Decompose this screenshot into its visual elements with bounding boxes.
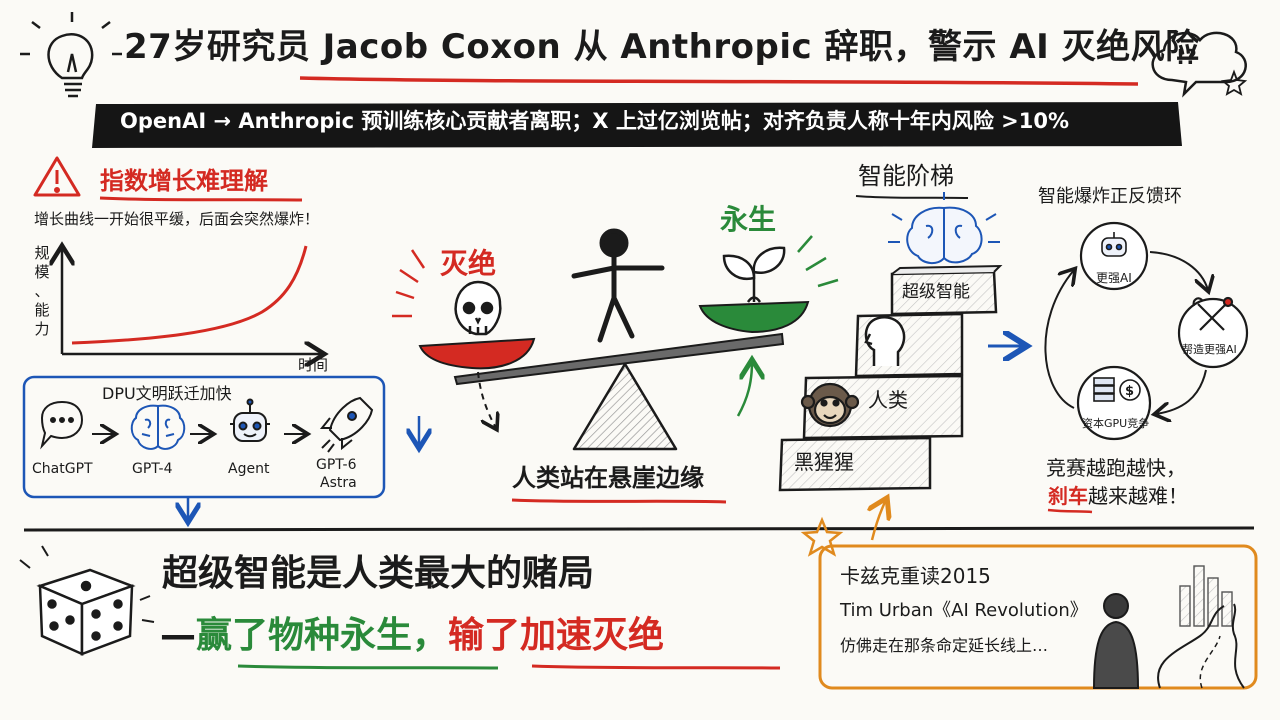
human-head-icon [864, 316, 906, 366]
title-underline [299, 76, 1139, 86]
ladder-label-chimp: 黑猩猩 [794, 450, 854, 474]
dpu-heading: DPU文明跃迁加快 [102, 384, 232, 403]
arrow-falling [477, 371, 496, 428]
exp-xlabel: 时间 [298, 356, 329, 374]
server-dollar-icon: $ [1093, 377, 1141, 402]
seesaw-fulcrum [572, 362, 678, 451]
lightbulb-icon [20, 12, 122, 98]
immortality-glow-lines [797, 235, 839, 288]
seesaw-caption: 人类站在悬崖边缘 [512, 464, 704, 492]
tools-icon [1192, 296, 1234, 331]
arrow-reading-up [872, 500, 886, 541]
dpu-box [22, 375, 386, 499]
section-divider [23, 526, 1255, 532]
arrow-rising [736, 362, 752, 417]
ladder-label-super: 超级智能 [902, 282, 970, 302]
gamble-dash: — [160, 615, 196, 656]
dice-motion-lines [19, 545, 155, 623]
loop-node-capital-label: 资本GPU竞争 [1082, 417, 1150, 430]
skull-icon [454, 280, 502, 336]
gamble-win: 赢了物种永生， [196, 615, 449, 656]
loop-heading: 智能爆炸正反馈环 [1038, 186, 1182, 207]
loop-node-build-ai-label: 帮造更强AI [1182, 343, 1237, 356]
exp-curve [71, 245, 308, 345]
exp-caption: 增长曲线一开始很平缓，后面会突然爆炸！ [34, 210, 320, 228]
robot-icon [230, 398, 270, 442]
ladder-heading-underline [855, 195, 969, 199]
immortality-label: 永生 [720, 203, 777, 236]
immortality-bowl [698, 300, 810, 334]
intelligence-ladder [778, 192, 1024, 492]
exp-ylabel: 规 模 、 能 力 [34, 244, 50, 338]
dpu-step-chatgpt: ChatGPT [32, 461, 93, 477]
page-title: 27岁研究员 Jacob Coxon 从 Anthropic 辞职，警示 AI … [124, 27, 1200, 67]
brake-underline [1047, 508, 1093, 514]
stick-figure [571, 228, 665, 343]
gamble-outcomes: —赢了物种永生，输了加速灭绝 [160, 618, 664, 654]
dpu-step-agent: Agent [228, 461, 270, 477]
subtitle-banner [92, 102, 1182, 148]
reading-line3: 仿佛走在那条命定延长线上… [840, 636, 1049, 655]
exp-chart [62, 246, 322, 354]
dice-icon [36, 568, 136, 656]
brain-glow-lines [888, 192, 1000, 243]
reading-line2: Tim Urban《AI Revolution》 [840, 600, 1088, 621]
win-underline [237, 664, 499, 670]
page-subtitle: OpenAI → Anthropic 预训练核心贡献者离职；X 上过亿浏览帖；对… [120, 109, 1069, 133]
extinction-alert-lines [392, 249, 426, 318]
loop-node-build-ai [1177, 297, 1249, 369]
person-back-icon [1092, 593, 1140, 689]
loop-robot-icon [1101, 232, 1127, 257]
loop-node-stronger-ai-label: 更强AI [1096, 271, 1132, 285]
rocket-icon [319, 396, 374, 453]
loop-caption-rest: 越来越难！ [1088, 484, 1188, 508]
svg-text:$: $ [1125, 384, 1134, 399]
reading-line1: 卡兹克重读2015 [840, 564, 991, 588]
brake-word: 刹车 [1048, 484, 1088, 508]
exp-heading-underline [99, 196, 303, 202]
star-icon [800, 516, 844, 557]
road-city-scene [1092, 565, 1245, 689]
exclaim-cloud-icon [1151, 31, 1248, 98]
seesaw-plank [453, 332, 785, 386]
seesaw-caption-underline [511, 498, 727, 504]
reading-box [818, 544, 1258, 690]
exclaim-badge: !? [1176, 45, 1197, 69]
dpu-step-gpt4: GPT-4 [132, 461, 173, 477]
ladder-heading: 智能阶梯 [858, 162, 954, 190]
loop-caption-line2: 刹车越来越难！ [1048, 486, 1188, 506]
seesaw-scene [392, 228, 839, 504]
dpu-step-astra: Astra [320, 475, 357, 491]
feedback-loop: $ [1044, 221, 1249, 514]
ladder-label-human: 人类 [868, 388, 908, 412]
extinction-label: 灭绝 [440, 247, 497, 280]
ladder-step-chimp [778, 436, 932, 492]
lose-underline [531, 664, 781, 670]
monkey-face-icon [800, 382, 860, 428]
dpu-step-gpt6: GPT-6 [316, 457, 357, 473]
chat-bubble-icon [40, 400, 84, 450]
warning-icon [33, 156, 81, 197]
gamble-lose: 输了加速灭绝 [448, 615, 665, 656]
sprout-icon [722, 246, 786, 303]
extinction-bowl [418, 337, 536, 370]
exp-heading: 指数增长难理解 [100, 167, 268, 195]
super-brain-icon [906, 206, 983, 264]
loop-caption-line1: 竞赛越跑越快， [1046, 456, 1186, 480]
gamble-headline: 超级智能是人类最大的赌局 [162, 553, 595, 594]
brain-icon [130, 404, 186, 450]
